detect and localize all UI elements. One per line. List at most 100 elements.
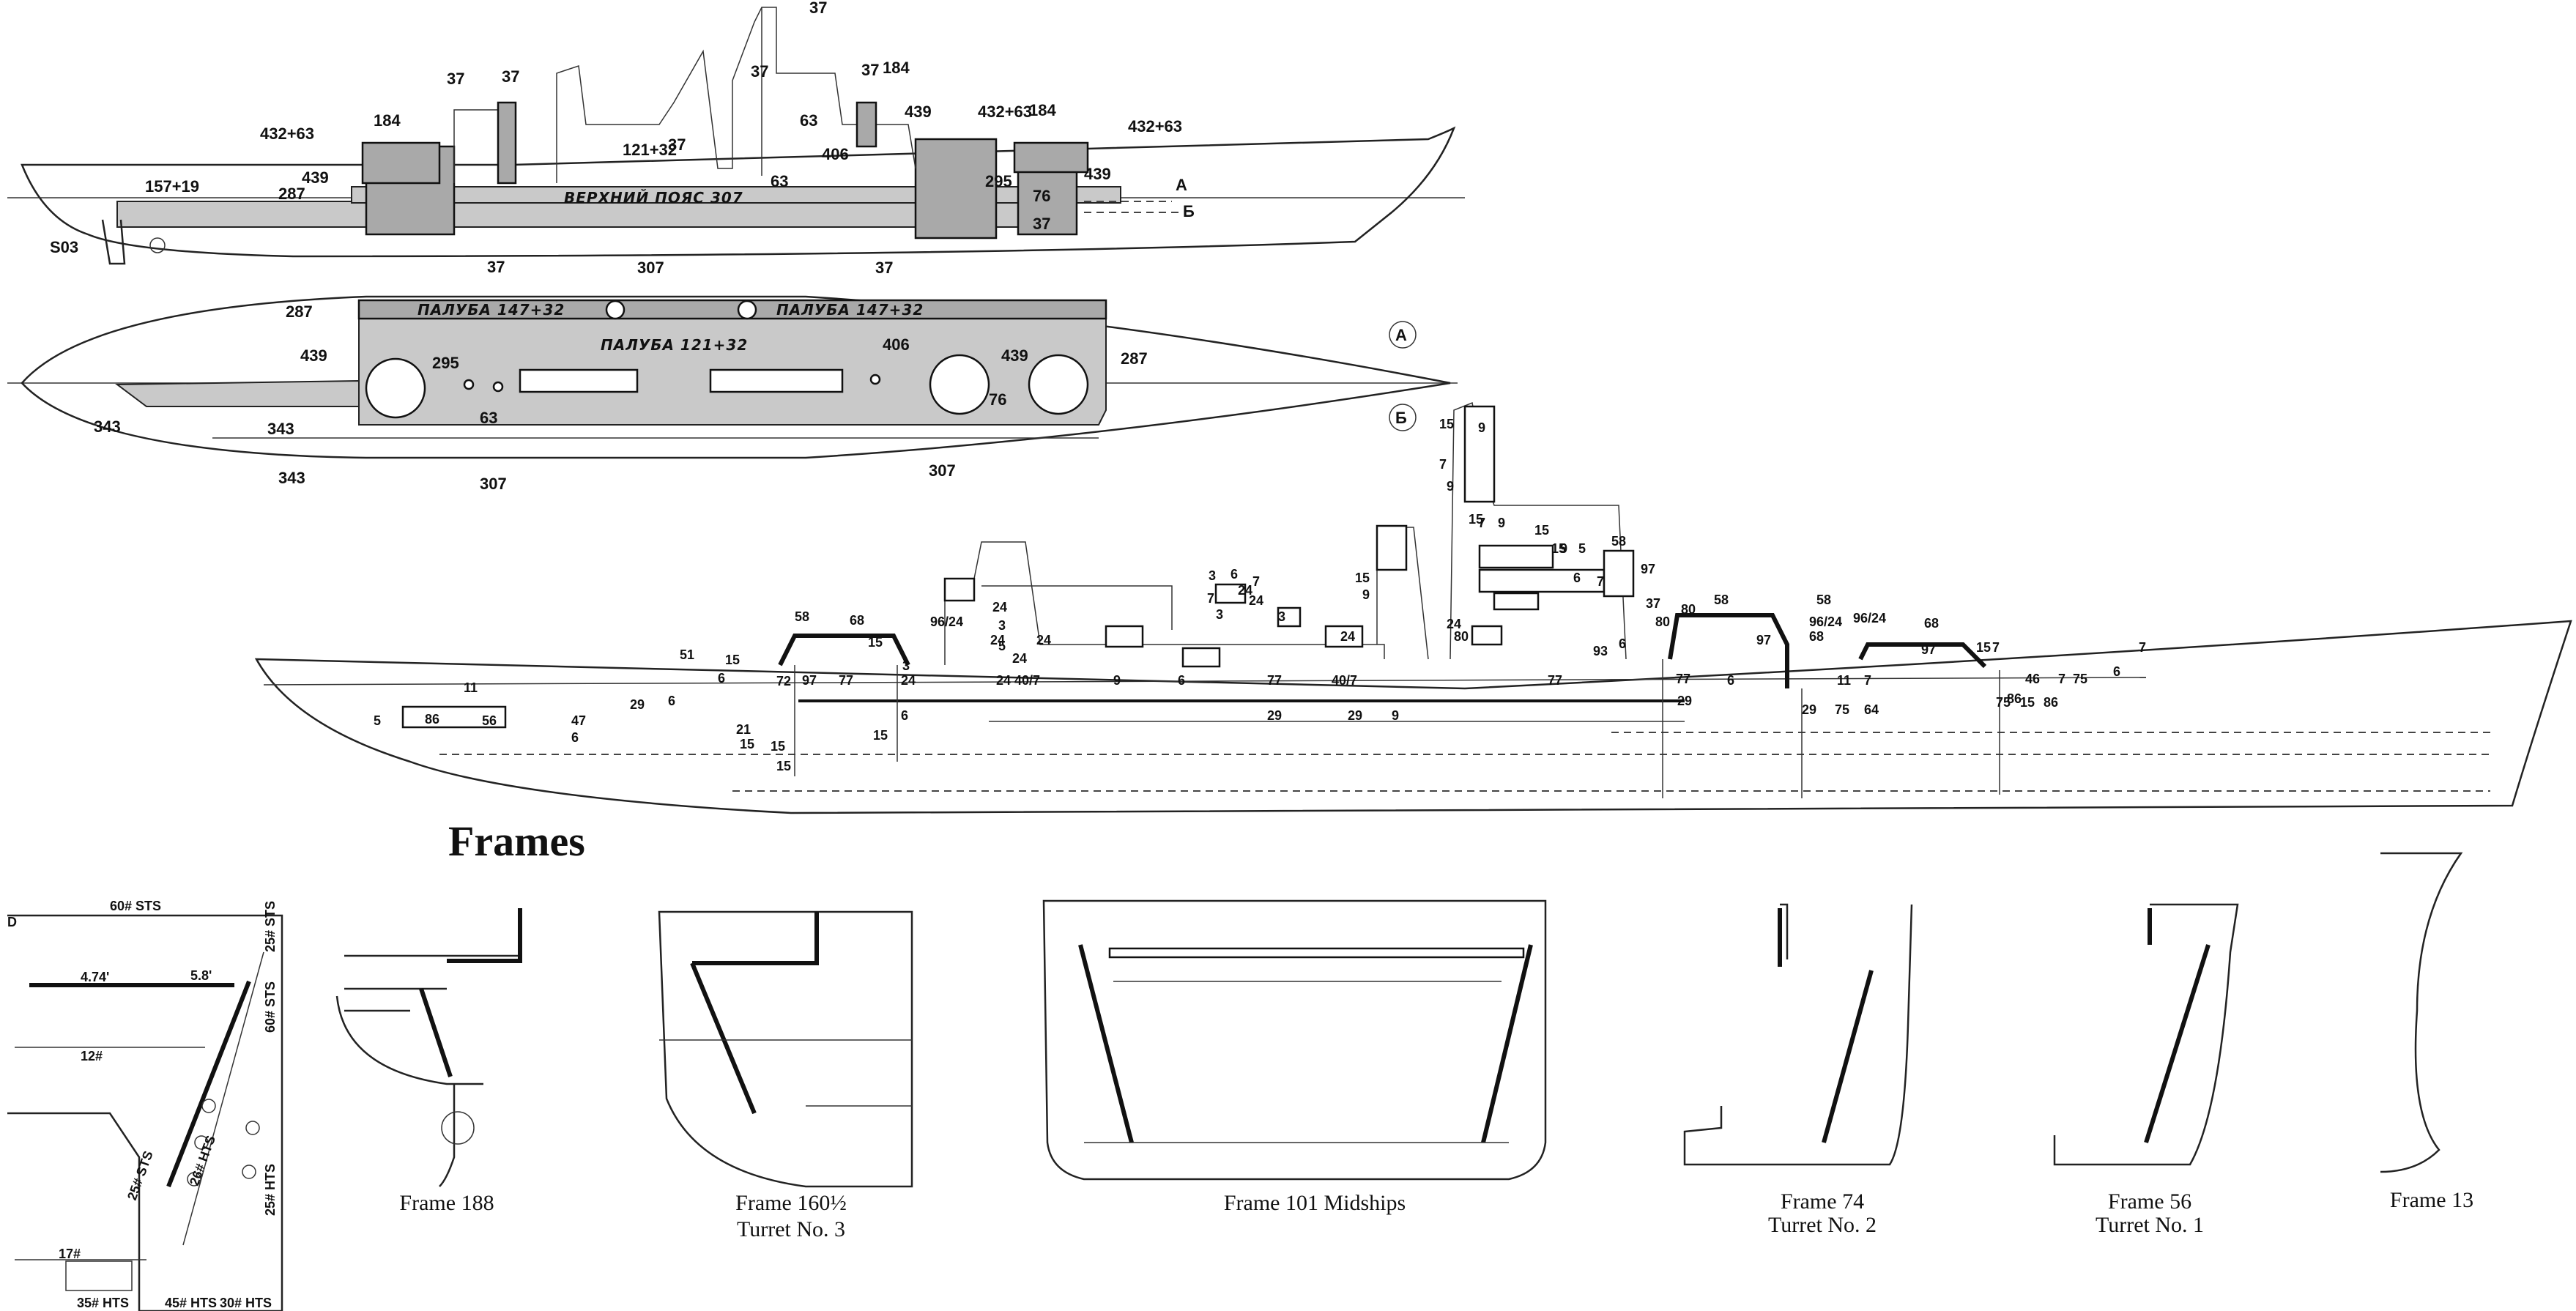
- profile-label-7: 184: [374, 111, 401, 130]
- detail-hole-d: [245, 1121, 260, 1135]
- elev-label-71: 6: [1727, 673, 1734, 688]
- frame-56-caption2: Turret No. 1: [2096, 1213, 2204, 1237]
- turret-1-house: [1013, 141, 1089, 174]
- elev-label-35: 24: [1036, 633, 1051, 647]
- marker-b: Б: [1183, 202, 1195, 220]
- turret-2-barbette: [914, 138, 998, 239]
- detail-label-60-sts-top: 60# STS: [110, 899, 161, 913]
- elev-label-77: 29: [630, 697, 645, 712]
- frame-74-caption: Frame 74: [1781, 1189, 1864, 1214]
- frame-188-belt: [419, 988, 453, 1077]
- elev-label-60: 77: [839, 673, 853, 688]
- elev-label-15: 3: [1209, 568, 1216, 583]
- deck-label-5: 295: [432, 354, 459, 372]
- profile-label-23: 37: [1033, 215, 1050, 233]
- elev-label-4: 15: [1469, 512, 1483, 527]
- elev-label-83: 9: [1392, 708, 1399, 723]
- elev-label-81: 29: [1267, 708, 1282, 723]
- elev-label-17: 7: [1252, 574, 1260, 589]
- barbette-1: [1028, 354, 1089, 415]
- elev-label-27: 96/24: [930, 614, 963, 629]
- frame-101-outline: [1042, 899, 1547, 1181]
- elev-label-41: 80: [1655, 614, 1670, 629]
- elev-label-58: 72: [776, 674, 791, 688]
- elev-label-95: 47: [571, 713, 586, 728]
- elev-label-33: 24: [990, 633, 1005, 647]
- elev-label-12: 5: [1578, 541, 1586, 556]
- marker-a: А: [1176, 176, 1187, 194]
- superstructure-box-e: [1181, 647, 1221, 668]
- elev-label-94: 56: [482, 713, 497, 728]
- frame-188-caption: Frame 188: [399, 1191, 494, 1215]
- profile-label-5: 37: [502, 67, 519, 86]
- elev-label-36: 24: [992, 600, 1007, 614]
- elev-label-82: 29: [1348, 708, 1362, 723]
- profile-label-2: 37: [861, 61, 879, 79]
- elev-label-74: 46: [2025, 672, 2040, 686]
- deck-label-6: 406: [883, 335, 910, 354]
- superstructure-box-c: [1105, 625, 1144, 648]
- deck-label-1: 307: [637, 259, 664, 277]
- frame-56: Frame 56 Turret No. 1: [2053, 903, 2239, 1237]
- elev-label-19: 24: [1238, 583, 1252, 598]
- deck-hatch-right: [737, 300, 757, 320]
- profile-label-8: 63: [800, 111, 817, 130]
- director-aft: [943, 577, 976, 602]
- elev-label-73: 7: [1864, 673, 1871, 688]
- elev-label-2: 7: [1439, 457, 1447, 472]
- profile-label-10: 432+63: [978, 103, 1032, 121]
- elev-label-57: 6: [718, 671, 725, 686]
- section-b-circle: [1389, 404, 1417, 431]
- hole-63-b: [492, 381, 504, 393]
- deck-label-14: 307: [480, 475, 507, 493]
- detail-hole-e: [242, 1165, 256, 1179]
- elev-label-6: 9: [1498, 516, 1505, 530]
- elev-label-8: 97: [1641, 562, 1655, 576]
- frame-160-outline: [658, 910, 913, 1188]
- elev-label-76: 75: [2073, 672, 2087, 686]
- hole-63-a: [463, 379, 475, 390]
- detail-label-30-hts: 30# HTS: [220, 1296, 272, 1310]
- frame-74-outline: [1683, 903, 1913, 1166]
- frame-detail-section: D 60# STS 4.74' 5.8' 12# 17# 35# HTS 45#…: [7, 899, 283, 1311]
- bridge-1: [1478, 544, 1554, 569]
- elev-label-68: 40/7: [1332, 673, 1357, 688]
- conning-tower-elev: [1603, 549, 1635, 598]
- frame-101: Frame 101 Midships: [1042, 899, 1547, 1215]
- section-b: Б: [1395, 409, 1407, 427]
- frame-160-caption: Frame 160½: [735, 1191, 847, 1215]
- elev-label-66: 6: [1178, 673, 1185, 688]
- detail-compartment: [65, 1260, 133, 1291]
- detail-inclined-belt: [166, 980, 251, 1188]
- elev-label-47: 7: [1992, 640, 2000, 655]
- superstructure-box-f: [1471, 625, 1503, 646]
- bridge-3: [1493, 592, 1540, 611]
- elev-label-72: 11: [1837, 673, 1851, 688]
- frame-74: Frame 74 Turret No. 2: [1683, 903, 1913, 1237]
- profile-label-6: 432+63: [260, 125, 314, 143]
- elev-label-0: 15: [1439, 417, 1454, 431]
- elev-label-69: 77: [1548, 673, 1562, 688]
- frame-101-belt-stbd: [1481, 944, 1533, 1143]
- elev-label-97: 21: [736, 722, 751, 737]
- bridge-2: [1478, 568, 1606, 593]
- deck-label-12: 343: [267, 420, 294, 438]
- elev-label-48: 68: [1809, 629, 1824, 644]
- elev-label-92: 86: [2007, 691, 2022, 706]
- profile-label-3: 184: [883, 59, 910, 77]
- turret-3-house: [361, 141, 441, 185]
- section-a-circle: [1389, 321, 1417, 349]
- profile-label-12: 432+63: [1128, 117, 1182, 135]
- detail-label-17: 17#: [59, 1247, 81, 1261]
- elev-label-54: 15: [725, 653, 740, 667]
- frames-heading: Frames: [448, 817, 585, 865]
- elev-label-61: 3: [902, 658, 910, 673]
- elev-label-22: 15: [1355, 571, 1370, 585]
- elev-label-85: 29: [1802, 702, 1816, 717]
- elev-label-37: 3: [1216, 607, 1223, 622]
- elev-label-93: 86: [425, 712, 439, 727]
- elev-label-75: 7: [2058, 672, 2065, 686]
